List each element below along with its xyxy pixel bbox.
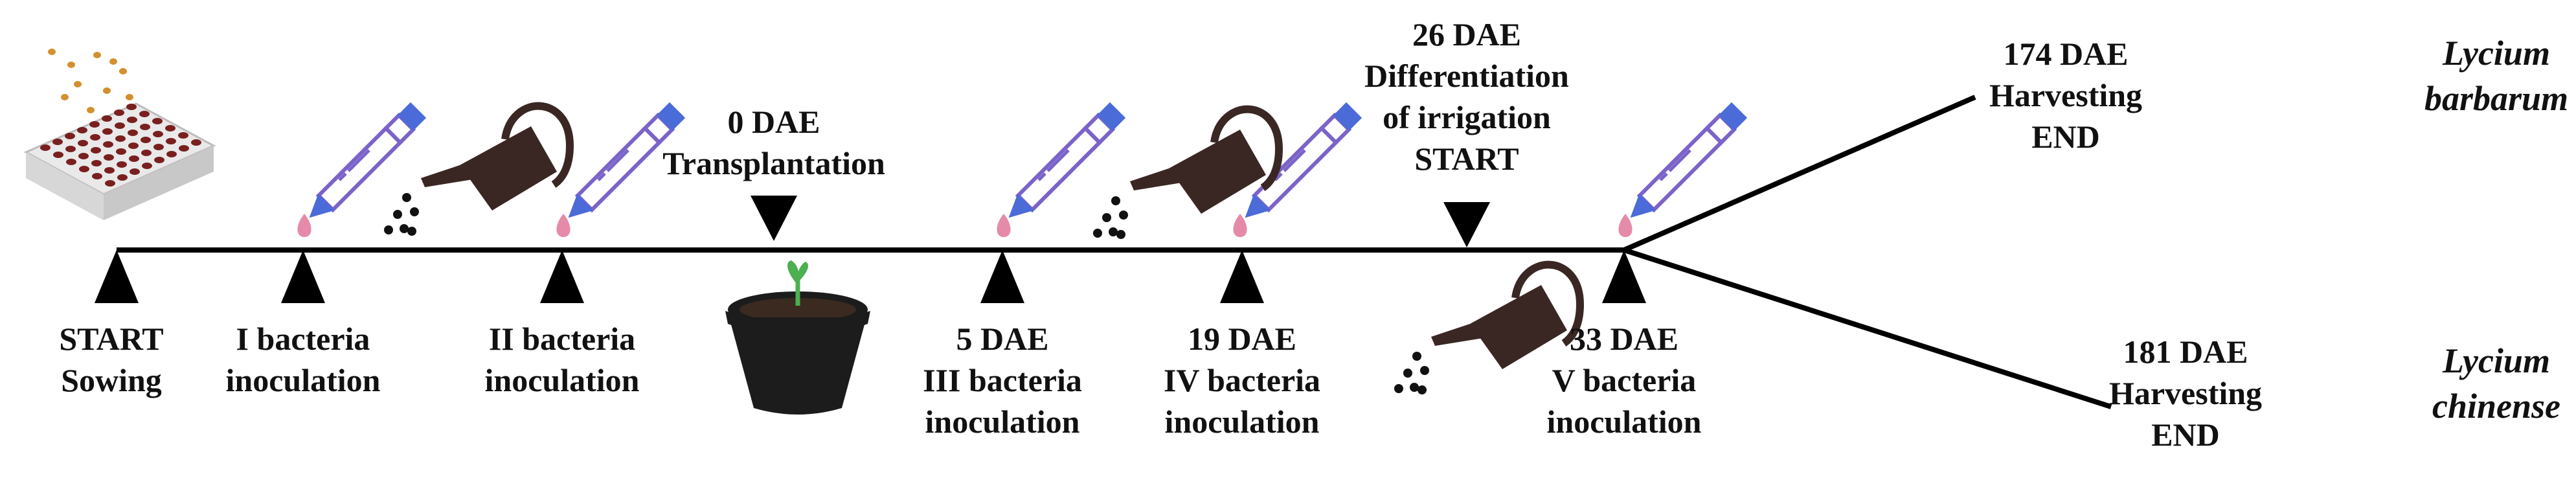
droplet-icon — [997, 214, 1011, 237]
seed-icon — [74, 81, 82, 87]
water-drop-icon — [393, 210, 402, 219]
seed-icon — [87, 107, 95, 113]
event-label-line: IV bacteria — [1164, 362, 1320, 398]
pipette-icon — [1618, 104, 1746, 237]
water-drop-icon — [410, 207, 419, 216]
event-label-line: I bacteria — [236, 321, 370, 357]
marker-inoculation-2 — [540, 250, 584, 303]
seedling-icon — [787, 260, 808, 306]
water-drop-icon — [1394, 384, 1403, 393]
event-label-inoculation-2: II bacteria inoculation — [485, 321, 640, 398]
harvest-label-line: Harvesting — [2109, 375, 2262, 411]
event-label-line: Sowing — [61, 362, 162, 398]
seed-icon — [48, 49, 56, 55]
species-label-chinense: Lycium chinense — [2432, 341, 2560, 426]
event-label-line: 0 DAE — [727, 104, 820, 140]
seed-icon — [103, 87, 111, 94]
water-drop-icon — [402, 193, 411, 202]
watering-can-icon — [1093, 109, 1279, 239]
water-drop-icon — [1093, 229, 1102, 238]
event-label-inoculation-5: 33 DAE V bacteria inoculation — [1547, 321, 1702, 440]
marker-inoculation-1 — [281, 250, 325, 303]
marker-start-sowing — [95, 250, 139, 303]
event-label-line: Differentiation — [1364, 58, 1569, 94]
seed-icon — [93, 52, 101, 58]
droplet-icon — [1618, 214, 1633, 237]
water-drop-icon — [1403, 369, 1412, 378]
event-label-line: inoculation — [485, 362, 640, 398]
harvest-label-line: END — [2031, 119, 2100, 155]
pipette-icon — [1233, 104, 1361, 237]
pipette-icon — [556, 104, 684, 237]
droplet-icon — [556, 214, 571, 237]
marker-inoculation-3 — [980, 250, 1024, 303]
marker-irrigation — [1443, 202, 1490, 247]
water-drop-icon — [1418, 385, 1427, 394]
seed-icon — [126, 94, 133, 100]
marker-inoculation-4 — [1220, 250, 1264, 303]
event-label-line: START — [59, 321, 163, 357]
event-label-inoculation-4: 19 DAE IV bacteria inoculation — [1164, 321, 1320, 440]
droplet-icon — [1233, 214, 1247, 237]
event-label-line: START — [1414, 141, 1519, 177]
harvest-label-line: 174 DAE — [2003, 36, 2128, 72]
event-label-line: V bacteria — [1552, 362, 1697, 398]
event-label-line: inoculation — [1165, 404, 1320, 440]
event-label-line: inoculation — [226, 362, 381, 398]
harvest-label-line: 181 DAE — [2123, 334, 2248, 370]
seed-icon — [61, 94, 69, 100]
watering-can-icon — [1394, 265, 1580, 394]
event-label-start-sowing: START Sowing — [59, 321, 163, 398]
branch-line-chinense — [1623, 247, 2112, 409]
water-drop-icon — [1420, 366, 1429, 375]
seed-icon — [109, 58, 117, 65]
event-label-transplantation: 0 DAE Transplantation — [662, 104, 885, 181]
species-label-line: barbarum — [2424, 79, 2568, 118]
droplet-icon — [297, 214, 311, 237]
water-drop-icon — [1111, 196, 1120, 205]
species-label-line: Lycium — [2442, 34, 2550, 73]
water-drop-icon — [1412, 352, 1421, 361]
event-label-line: 26 DAE — [1412, 16, 1521, 52]
water-drop-icon — [384, 225, 393, 234]
event-label-line: II bacteria — [489, 321, 635, 357]
event-label-inoculation-3: 5 DAE III bacteria inoculation — [923, 321, 1082, 440]
harvest-label-line: END — [2151, 416, 2220, 453]
species-label-line: Lycium — [2442, 341, 2550, 380]
event-label-line: III bacteria — [923, 362, 1082, 398]
pipette-icon — [297, 104, 425, 237]
seed-icon — [67, 62, 75, 68]
event-label-line: Transplantation — [662, 145, 885, 181]
event-label-line: 33 DAE — [1570, 321, 1678, 357]
water-drop-icon — [1410, 383, 1419, 392]
seed-tray-icon — [23, 49, 216, 220]
branch-line-barbarum — [1623, 95, 1976, 253]
event-label-inoculation-1: I bacteria inoculation — [226, 321, 381, 398]
marker-inoculation-5 — [1602, 250, 1646, 303]
water-drop-icon — [1116, 230, 1125, 239]
water-drop-icon — [407, 227, 416, 236]
seed-icon — [119, 68, 127, 74]
water-drop-icon — [1109, 227, 1118, 236]
harvest-label-line: Harvesting — [1989, 77, 2142, 113]
water-drop-icon — [400, 224, 409, 233]
water-drop-icon — [1119, 211, 1128, 220]
watering-can-icon — [384, 106, 570, 236]
plant-pot-icon — [725, 291, 870, 415]
event-label-line: 19 DAE — [1188, 321, 1296, 357]
event-label-line: inoculation — [1547, 404, 1702, 440]
water-drop-icon — [1102, 213, 1111, 222]
event-label-line: of irrigation — [1383, 99, 1551, 135]
marker-transplantation — [751, 196, 797, 241]
species-label-line: chinense — [2432, 387, 2560, 426]
species-label-barbarum: Lycium barbarum — [2424, 34, 2568, 118]
pipette-icon — [997, 104, 1124, 237]
event-label-line: inoculation — [925, 404, 1080, 440]
event-label-line: 5 DAE — [956, 321, 1048, 357]
